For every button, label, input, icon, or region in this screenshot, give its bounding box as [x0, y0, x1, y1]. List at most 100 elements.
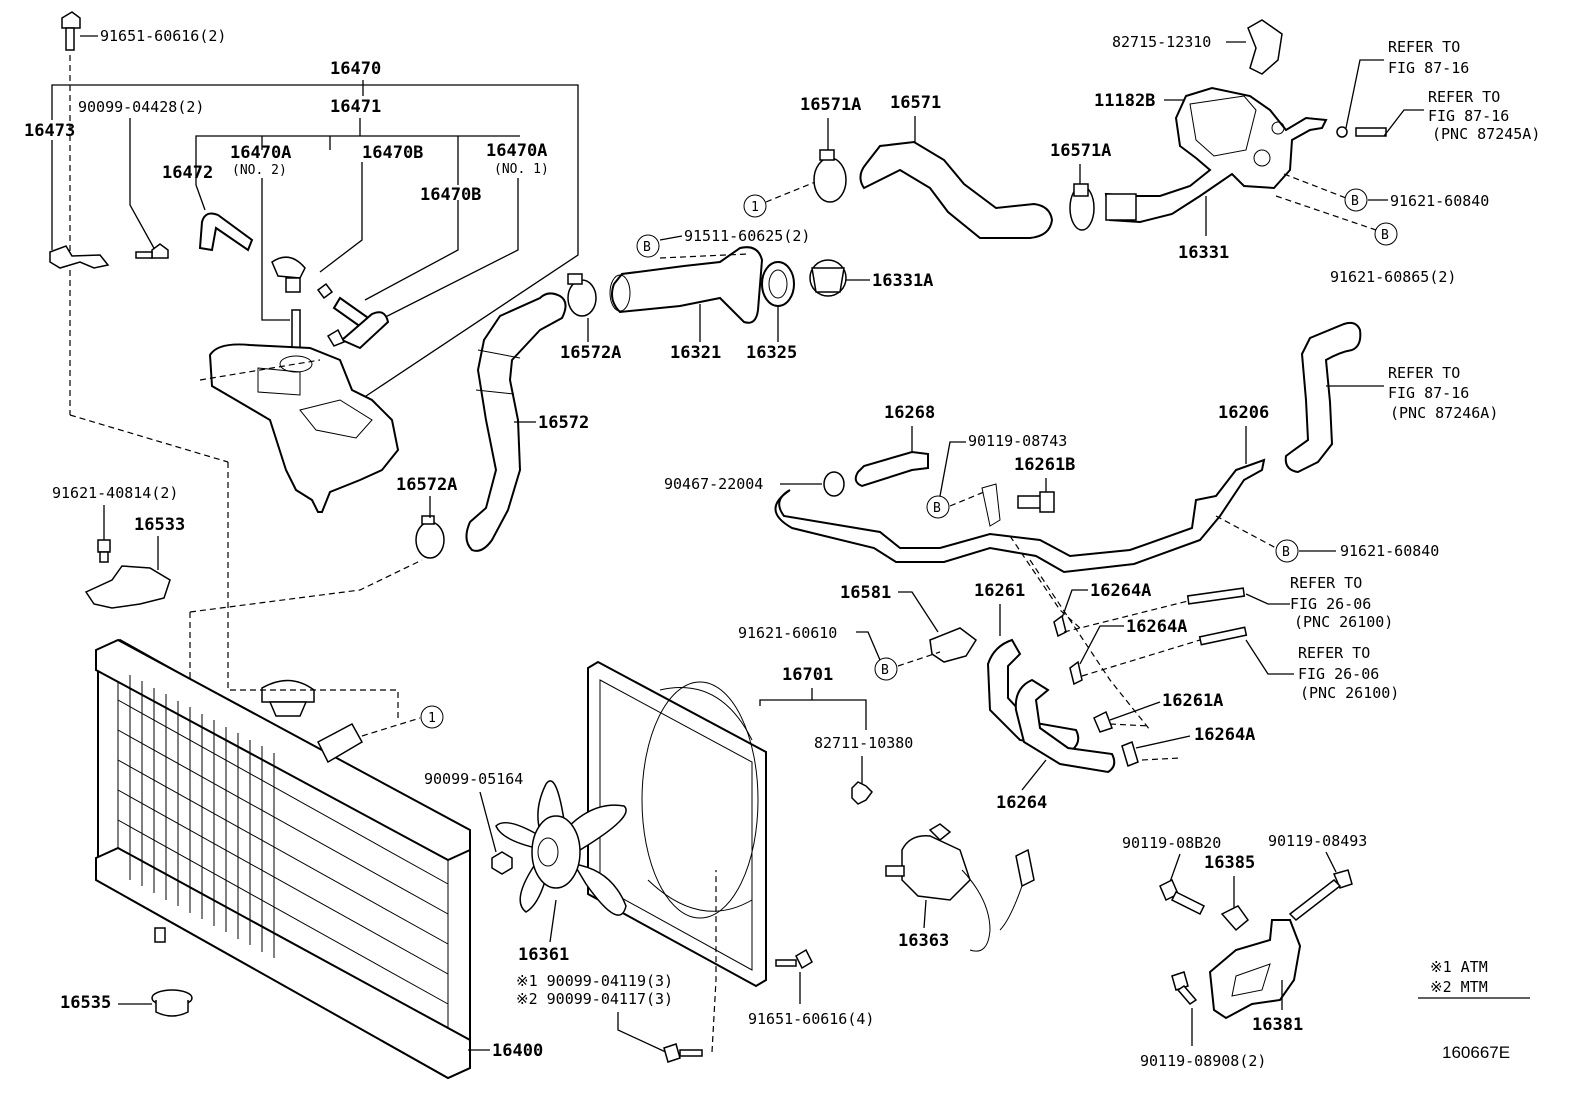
callout-b-91621-60840-mid: B — [1275, 539, 1299, 563]
bypass-pipe-16206 — [774, 458, 1266, 574]
label-90099-04117: ※2 90099-04117(3) — [516, 990, 673, 1008]
label-16470a-no2: 16470A — [230, 143, 291, 163]
ref4-line3: (PNC 26100) — [1294, 613, 1393, 631]
label-91511-60625: 91511-60625(2) — [684, 227, 810, 245]
label-16572a-2: 16572A — [396, 475, 457, 495]
callout-b-91621-60610: B — [874, 657, 898, 681]
ref5-line2: FIG 26-06 — [1298, 665, 1379, 683]
clip-16470a-small — [326, 328, 346, 347]
svg-text:1: 1 — [428, 711, 436, 726]
svg-text:B: B — [881, 663, 889, 678]
cap-16470a-no2 — [271, 256, 306, 293]
fan-motor-16363 — [885, 823, 1035, 952]
bolt-90099-04428 — [135, 243, 169, 259]
clamp-90467-22004 — [823, 471, 845, 497]
svg-text:B: B — [933, 501, 941, 516]
bolt-90119-08908 — [1171, 971, 1198, 1005]
label-16473: 16473 — [24, 121, 75, 141]
label-16572a-1: 16572A — [560, 343, 621, 363]
label-90467-22004: 90467-22004 — [664, 475, 763, 493]
clamp-16571a-left — [813, 149, 847, 203]
hose-87246a — [1284, 321, 1362, 474]
cap-16535 — [151, 989, 193, 1017]
svg-text:B: B — [1282, 545, 1290, 560]
label-16470a-no2-note: (NO. 2) — [232, 163, 287, 178]
clip-16264a-2 — [1069, 660, 1083, 686]
label-16470: 16470 — [330, 59, 381, 79]
label-16321: 16321 — [670, 343, 721, 363]
label-16701: 16701 — [782, 665, 833, 685]
label-16571: 16571 — [890, 93, 941, 113]
svg-text:B: B — [1381, 228, 1389, 243]
radiator-inlet-pipe — [317, 722, 364, 764]
label-16331a: 16331A — [872, 271, 933, 291]
svg-text:B: B — [1351, 194, 1359, 209]
bolt-90119-08b20 — [1159, 878, 1206, 916]
label-16581: 16581 — [840, 583, 891, 603]
label-16325: 16325 — [746, 343, 797, 363]
label-16471: 16471 — [330, 97, 381, 117]
label-11182b: 11182B — [1094, 91, 1155, 111]
ref3-line3: (PNC 87246A) — [1390, 404, 1498, 422]
label-90119-08743: 90119-08743 — [968, 432, 1067, 450]
label-16400: 16400 — [492, 1041, 543, 1061]
label-16361: 16361 — [518, 945, 569, 965]
block-16385 — [1220, 905, 1250, 932]
label-16572: 16572 — [538, 413, 589, 433]
ref3-line1: REFER TO — [1388, 364, 1460, 382]
clip-16470b-small — [316, 282, 334, 300]
tube-16470-stem — [291, 309, 301, 353]
bolt-90119-08493 — [1288, 869, 1353, 921]
bolt-90099-04119 — [663, 1043, 703, 1063]
nut-90099-05164 — [491, 851, 513, 875]
ref2-line3: (PNC 87245A) — [1432, 125, 1540, 143]
legend-note-1: ※1 ATM — [1430, 958, 1488, 976]
pipe-26100-upper — [1186, 587, 1246, 605]
label-90119-08b20: 90119-08B20 — [1122, 834, 1221, 852]
label-82715-12310: 82715-12310 — [1112, 33, 1211, 51]
label-16264: 16264 — [996, 793, 1047, 813]
label-16470b-1: 16470B — [362, 143, 423, 163]
callout-b-90119-08743: B — [926, 495, 950, 519]
gasket-16325 — [761, 261, 795, 307]
ref1-line2: FIG 87-16 — [1388, 59, 1469, 77]
ref3-line2: FIG 87-16 — [1388, 384, 1469, 402]
hose-16268 — [854, 450, 929, 488]
svg-text:B: B — [643, 240, 651, 255]
radiator-cap — [261, 679, 315, 717]
label-91651-60616-4: 91651-60616(4) — [748, 1010, 874, 1028]
label-16268: 16268 — [884, 403, 935, 423]
union-fitting-87-16 — [1336, 126, 1348, 138]
support-16533 — [84, 565, 171, 609]
radiator-foot-left — [154, 927, 166, 943]
label-91651-60616-2: 91651-60616(2) — [100, 27, 226, 45]
label-16206: 16206 — [1218, 403, 1269, 423]
bracket-16473 — [49, 245, 110, 269]
fitting-16261b — [1017, 491, 1055, 513]
clip-16264a-1 — [1053, 614, 1067, 638]
water-outlet-16321 — [611, 246, 764, 324]
bracket-82715-12310 — [1247, 19, 1283, 75]
label-16261: 16261 — [974, 581, 1025, 601]
hose-16470a-no1 — [340, 311, 390, 350]
label-16571a-1: 16571A — [800, 95, 861, 115]
radiator-16400 — [95, 638, 471, 1080]
legend-note-2: ※2 MTM — [1430, 978, 1488, 996]
clip-82711-10380 — [851, 781, 873, 805]
label-16381: 16381 — [1252, 1015, 1303, 1035]
label-16470b-2: 16470B — [420, 185, 481, 205]
label-90119-08493: 90119-08493 — [1268, 832, 1367, 850]
label-90099-04119: ※1 90099-04119(3) — [516, 972, 673, 990]
ref5-line1: REFER TO — [1298, 644, 1370, 662]
label-90099-04428: 90099-04428(2) — [78, 98, 204, 116]
clamp-16581 — [929, 627, 978, 663]
svg-text:1: 1 — [751, 200, 759, 215]
hose-16472 — [198, 212, 254, 252]
ref4-line2: FIG 26-06 — [1290, 595, 1371, 613]
fan-16361 — [495, 780, 627, 916]
label-90119-08908: 90119-08908(2) — [1140, 1052, 1266, 1070]
clamp-16572a-upper — [567, 273, 597, 317]
ref1-line1: REFER TO — [1388, 38, 1460, 56]
pipe-87245a — [1355, 127, 1387, 137]
label-91621-60840-2: 91621-60840 — [1340, 542, 1439, 560]
